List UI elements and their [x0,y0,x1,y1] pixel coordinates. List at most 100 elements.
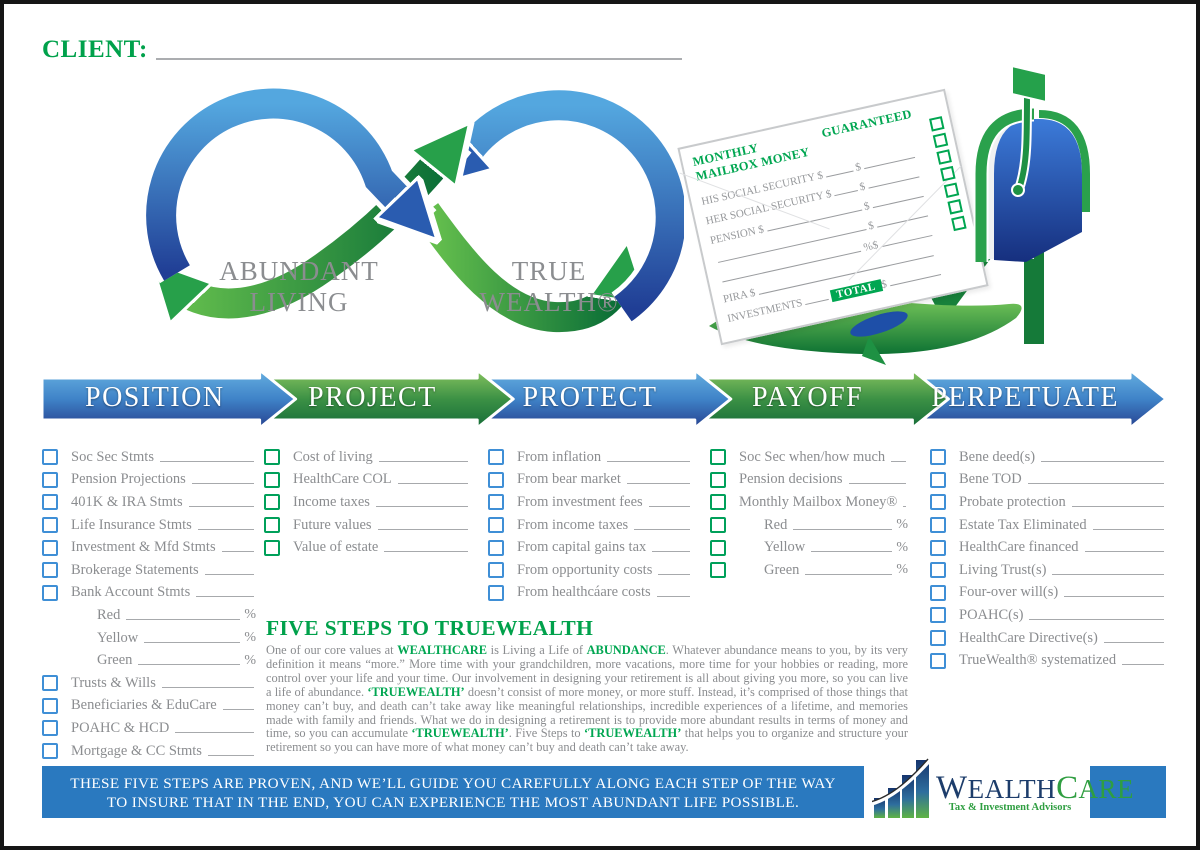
checkbox-monthly-mailbox-money[interactable] [710,494,726,511]
checkbox-soc-sec-when-how-much[interactable] [710,449,726,466]
checkbox-red[interactable] [710,517,726,534]
fill-line[interactable] [793,528,893,530]
fill-line[interactable] [377,528,468,530]
fill-line[interactable] [811,551,893,553]
fill-line[interactable] [891,460,906,462]
fill-line[interactable] [1064,596,1164,598]
fill-line[interactable] [384,551,468,553]
item-label: Green [97,652,133,669]
fill-line[interactable] [204,573,254,575]
checkbox-soc-sec-stmts[interactable] [42,449,58,466]
fill-line[interactable] [648,505,690,507]
checkbox-from-capital-gains-tax[interactable] [488,539,504,556]
fill-line[interactable] [1027,483,1164,485]
fill-line[interactable] [144,641,241,643]
fill-line[interactable] [378,460,468,462]
checklist-item-life-insurance-stmts: Life Insurance Stmts [42,514,256,537]
fill-line[interactable] [138,664,241,666]
checkbox-bank-account-stmts[interactable] [42,584,58,601]
checkbox-from-healthc-are-costs[interactable] [488,584,504,601]
fill-line[interactable] [626,483,690,485]
fill-line[interactable] [397,483,468,485]
fill-line[interactable] [207,754,254,756]
checklist-item-from-healthc-are-costs: From healthcáare costs [488,582,692,605]
client-name-field[interactable] [155,38,682,60]
fill-line[interactable] [191,483,254,485]
fill-line[interactable] [656,596,690,598]
checkbox-healthcare-directive-s[interactable] [930,630,946,647]
truewealth-label-line2: WEALTH® [479,287,619,317]
checkbox-four-over-will-s[interactable] [930,584,946,601]
checkbox-bene-tod[interactable] [930,471,946,488]
flag-pole-knob [1011,183,1025,197]
checkbox-life-insurance-stmts[interactable] [42,517,58,534]
checkbox-estate-tax-eliminated[interactable] [930,517,946,534]
checkbox-healthcare-financed[interactable] [930,539,946,556]
fill-line[interactable] [903,505,906,507]
checkbox-poahc-hcd[interactable] [42,720,58,737]
checkbox-poahc-s[interactable] [930,607,946,624]
fill-line[interactable] [1103,641,1164,643]
highlight-term: ‘TRUEWEALTH’ [367,684,465,699]
step-banner-protect: PROTECT [522,382,658,413]
checkbox-cost-of-living[interactable] [264,449,280,466]
checkbox-from-bear-market[interactable] [488,471,504,488]
fill-line[interactable] [634,528,690,530]
checkbox-from-inflation[interactable] [488,449,504,466]
fill-line[interactable] [848,483,906,485]
fill-line[interactable] [652,551,690,553]
fill-line[interactable] [607,460,690,462]
checkbox-income-taxes[interactable] [264,494,280,511]
checkbox-beneficiaries-educare[interactable] [42,697,58,714]
fill-line[interactable] [1084,551,1164,553]
checkbox-investment-mfd-stmts[interactable] [42,539,58,556]
fill-line[interactable] [658,573,690,575]
fill-line[interactable] [375,505,468,507]
checkbox-from-opportunity-costs[interactable] [488,562,504,579]
checklist-item-red: Red% [42,604,256,627]
flag-pole [1017,91,1030,187]
item-label: Yellow [764,539,806,556]
fill-line[interactable] [196,596,254,598]
checkbox-mortgage-cc-stmts[interactable] [42,743,58,760]
fill-line[interactable] [175,731,254,733]
fill-line[interactable] [222,709,254,711]
fill-line[interactable] [1029,618,1164,620]
bar-chart-logo-icon [872,758,932,818]
percent-sign: % [244,607,256,623]
checkbox-green[interactable] [710,562,726,579]
fill-line[interactable] [805,573,893,575]
checkbox-probate-protection[interactable] [930,494,946,511]
checkbox-401k-ira-stmts[interactable] [42,494,58,511]
checkbox-brokerage-statements[interactable] [42,562,58,579]
checkbox-pension-decisions[interactable] [710,471,726,488]
checkbox-healthcare-col[interactable] [264,471,280,488]
fill-line[interactable] [1071,505,1164,507]
paragraph-text: is Living a Life of [487,643,587,657]
checkbox-bene-deed-s[interactable] [930,449,946,466]
fill-line[interactable] [126,618,241,620]
fill-line[interactable] [221,551,254,553]
checkbox-pension-projections[interactable] [42,471,58,488]
checkbox-future-values[interactable] [264,517,280,534]
fill-line[interactable] [197,528,254,530]
fill-line[interactable] [188,505,254,507]
checkbox-from-investment-fees[interactable] [488,494,504,511]
checkbox-truewealth-systematized[interactable] [930,652,946,669]
checkbox-from-income-taxes[interactable] [488,517,504,534]
checkbox-value-of-estate[interactable] [264,539,280,556]
checkbox-yellow[interactable] [710,539,726,556]
fill-line[interactable] [159,460,254,462]
fill-line[interactable] [1041,460,1164,462]
fill-line[interactable] [1052,573,1164,575]
item-label: Life Insurance Stmts [71,516,192,533]
item-label: From opportunity costs [517,561,653,578]
fill-line[interactable] [161,686,254,688]
step-arrows-graphic [42,370,1166,428]
fill-line[interactable] [1092,528,1164,530]
checkbox-living-trust-s[interactable] [930,562,946,579]
fill-line[interactable] [1122,664,1164,666]
checkbox-trusts-wills[interactable] [42,675,58,692]
